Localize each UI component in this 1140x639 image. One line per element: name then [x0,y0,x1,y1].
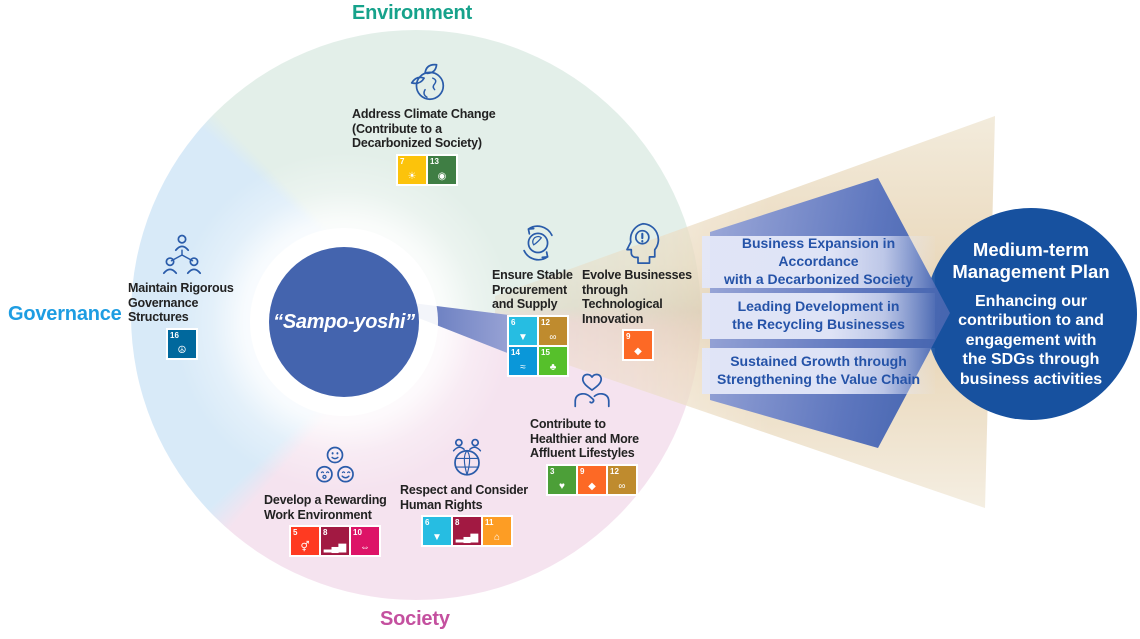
sdg-badge-grid: 6▼ 12∞ 14≈ 15♣ [507,314,569,377]
sdg-badge-13: 13◉ [428,155,456,184]
sdg-badge-row: 16☮ [166,327,198,360]
smiley-faces-icon [316,446,354,483]
plan-body: Enhancing our contribution to and engage… [958,292,1104,388]
sdg-badge-16: 16☮ [168,329,196,358]
sdg-badge-12: 12∞ [539,316,567,345]
sdg-badge-14: 14≈ [509,346,537,375]
item-title: Contribute to Healthier and More Affluen… [530,417,639,460]
infinity-icon: ∞ [549,331,557,343]
item-title: Maintain Rigorous Governance Structures [128,281,234,324]
sdg-badge-15: 15♣ [539,346,567,375]
climate-eye-icon: ◉ [437,170,447,182]
globe-leaf-icon [410,63,445,101]
gender-equality-icon: ⚥ [300,542,310,553]
peace-dove-icon: ☮ [177,344,187,356]
arrow-band-value-chain: Sustained Growth through Strengthening t… [702,348,935,394]
infinity-icon: ∞ [618,480,626,492]
sdg-badge-row: 5⚥ 8▂▄▆ 10⇔ [289,525,381,557]
sdg-badge-row: 3♥ 9◆ 12∞ [546,463,638,496]
item-address-climate-change: Address Climate Change (Contribute to a … [352,58,502,186]
item-title: Respect and Consider Human Rights [400,483,528,512]
sdg-badge-10: 10⇔ [351,527,379,555]
item-maintain-governance-structures: Maintain Rigorous Governance Structures … [128,232,236,360]
medium-term-plan-circle: Medium-term Management Plan Enhancing ou… [925,208,1137,420]
sdg-badge-6: 6▼ [423,517,451,545]
globe-people-icon [452,438,482,476]
org-chart-icon [162,234,202,275]
sun-icon: ☀ [407,170,417,182]
sdg-badge-7: 7☀ [398,155,426,184]
sdg-badge-3: 3♥ [548,465,576,494]
sdg-badge-12: 12∞ [608,465,636,494]
item-rewarding-work-environment: Develop a Rewarding Work Environment 5⚥ … [264,444,406,557]
sdg-badge-row: 6▼ 8▂▄▆ 11⌂ [421,515,513,547]
item-title: Evolve Businesses through Technological … [582,268,692,326]
equality-arrows-icon: ⇔ [360,542,370,553]
sdg-badge-5: 5⚥ [291,527,319,555]
growth-chart-icon: ▂▄▆ [323,542,347,553]
arrow-band-business-expansion: Business Expansion in Accordance with a … [702,235,935,288]
item-title: Ensure Stable Procurement and Supply [492,268,573,311]
item-title: Develop a Rewarding Work Environment [264,493,387,522]
item-title: Address Climate Change (Contribute to a … [352,107,496,150]
industry-blocks-icon: ◆ [588,480,596,492]
sampo-yoshi-label: “Sampo-yoshi” [273,310,415,333]
fish-waves-icon: ≈ [520,361,526,373]
plan-title: Medium-term Management Plan [952,238,1110,282]
sdg-badge-6: 6▼ [509,316,537,345]
sdg-badge-9: 9◆ [578,465,606,494]
tree-icon: ♣ [549,361,557,373]
environment-section-label: Environment [352,2,473,24]
governance-section-label: Governance [8,303,122,325]
city-buildings-icon: ⌂ [493,532,501,543]
item-healthier-affluent-lifestyles: Contribute to Healthier and More Affluen… [530,368,654,496]
sdg-badge-9: 9◆ [624,331,652,359]
growth-chart-icon: ▂▄▆ [455,532,479,543]
health-heart-icon: ♥ [559,480,565,492]
item-ensure-stable-procurement: Ensure Stable Procurement and Supply 6▼ … [492,219,584,377]
arrow-band-recycling-development: Leading Development in the Recycling Bus… [702,293,935,339]
sdg-badge-8: 8▂▄▆ [321,527,349,555]
globe-recycle-icon [523,225,553,261]
item-respect-human-rights: Respect and Consider Human Rights 6▼ 8▂▄… [400,434,534,547]
item-evolve-businesses-innovation: Evolve Businesses through Technological … [582,219,694,361]
sdg-badge-11: 11⌂ [483,517,511,545]
industry-blocks-icon: ◆ [634,346,642,357]
sampo-yoshi-circle: “Sampo-yoshi” [269,247,419,397]
water-drop-icon: ▼ [518,331,528,343]
sdg-badge-row: 7☀ 13◉ [396,153,458,186]
water-drop-icon: ▼ [432,532,442,543]
sdg-badge-row: 9◆ [622,329,654,361]
society-section-label: Society [380,608,450,630]
sdg-badge-8: 8▂▄▆ [453,517,481,545]
heart-hands-icon [574,373,610,408]
head-innovation-icon [626,222,660,264]
